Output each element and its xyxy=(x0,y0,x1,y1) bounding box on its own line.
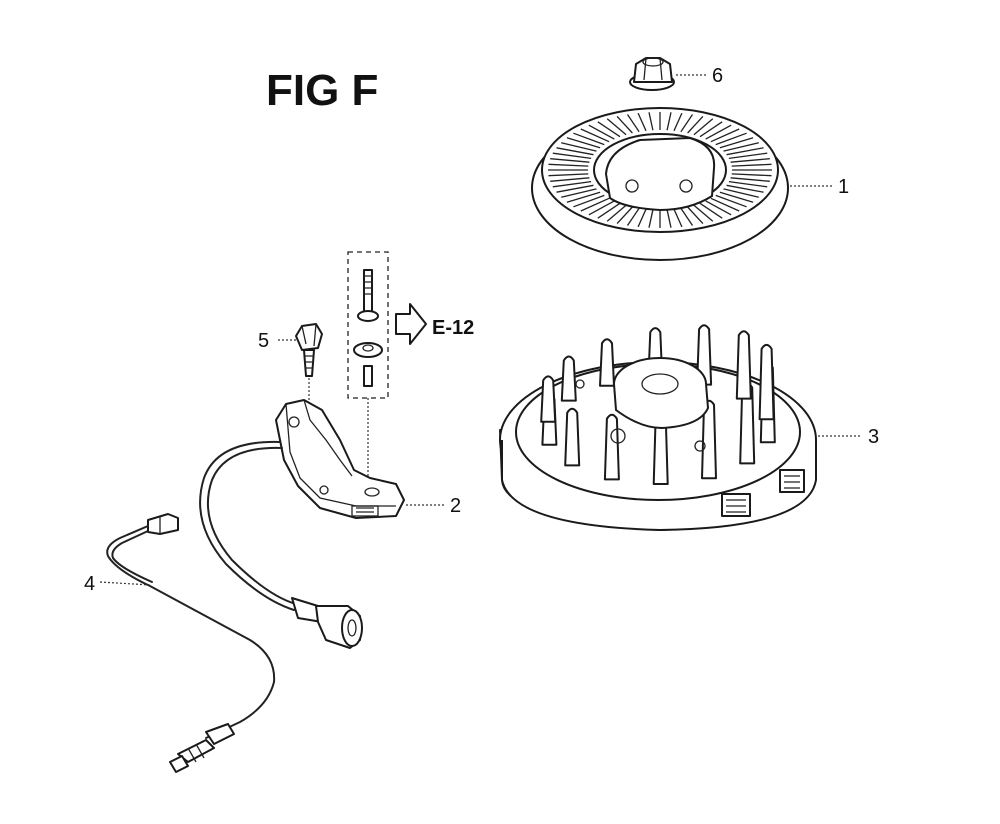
fan-fin xyxy=(606,118,627,136)
flywheel-blade xyxy=(735,330,752,400)
fan-fin xyxy=(637,112,647,132)
fan-fin xyxy=(673,112,683,132)
fan-fin xyxy=(550,177,590,182)
flywheel-blade xyxy=(696,324,713,386)
fan-fin xyxy=(730,177,770,182)
fan-fin xyxy=(548,163,589,167)
fan-fin xyxy=(705,200,732,216)
fan-fin xyxy=(687,115,704,134)
fan-fin xyxy=(597,121,621,138)
part-1-cooling-fan xyxy=(531,107,789,261)
fan-fin xyxy=(580,197,610,212)
part-5-bolt xyxy=(295,323,323,377)
fan-fin xyxy=(566,191,601,203)
fan-fin xyxy=(626,114,640,133)
callout-2: 2 xyxy=(450,495,461,517)
fan-fin xyxy=(699,202,723,219)
part-3-flywheel xyxy=(499,324,817,531)
fan-fin xyxy=(588,200,615,216)
flywheel-blade xyxy=(603,413,620,481)
fan-fin xyxy=(728,152,768,160)
callout-5: 5 xyxy=(258,330,269,352)
fan-fin xyxy=(693,204,714,222)
fan-fin xyxy=(580,128,610,143)
fan-fin xyxy=(719,191,754,203)
figure-title: FIG F xyxy=(266,66,378,115)
callout-4: 4 xyxy=(84,573,95,595)
callout-6: 6 xyxy=(712,65,723,87)
fan-fin xyxy=(710,128,740,143)
fan-fin xyxy=(705,124,732,140)
fan-fin xyxy=(552,152,592,160)
fan-fin xyxy=(573,194,605,208)
fan-fin xyxy=(731,163,772,167)
fan-fin xyxy=(666,209,672,228)
fan-fin xyxy=(556,147,594,156)
fan-fin xyxy=(648,209,654,228)
fan-fin xyxy=(680,114,694,133)
flywheel-blade xyxy=(758,343,775,421)
fan-fin xyxy=(715,194,747,208)
flywheel-blade xyxy=(564,407,581,467)
callout-1: 1 xyxy=(838,176,849,198)
fan-fin xyxy=(693,118,714,136)
fan-fin xyxy=(616,115,633,134)
fan-fin xyxy=(552,180,592,188)
reference-label: E-12 xyxy=(432,317,474,339)
fan-fin xyxy=(566,137,601,149)
fan-fin xyxy=(550,158,590,163)
part-2-ignition-coil xyxy=(199,399,405,649)
fan-fin xyxy=(673,208,683,228)
fan-fin xyxy=(730,158,770,163)
fan-fin xyxy=(597,202,621,219)
fan-fin xyxy=(719,137,754,149)
fan-fin xyxy=(606,204,627,222)
fan-fin xyxy=(731,173,772,177)
part-4-stop-wire xyxy=(106,513,276,773)
fan-fin xyxy=(723,142,759,152)
fan-fin xyxy=(561,188,597,198)
fan-fin xyxy=(710,197,740,212)
fan-fin xyxy=(728,180,768,188)
fan-fin xyxy=(573,132,605,146)
fan-fin xyxy=(723,188,759,198)
fan-fin xyxy=(715,132,747,146)
fan-fin xyxy=(561,142,597,152)
fan-fin xyxy=(556,184,594,193)
reference-group-e12 xyxy=(347,251,427,488)
fan-fin xyxy=(726,147,764,156)
fan-fin xyxy=(726,184,764,193)
fan-fin xyxy=(637,208,647,228)
callout-3: 3 xyxy=(868,426,879,448)
fan-fin xyxy=(548,173,589,177)
flywheel-blade xyxy=(560,355,577,402)
fan-fin xyxy=(616,206,633,225)
fan-fin xyxy=(648,112,654,131)
fan-fin xyxy=(626,207,640,226)
part-6-flange-nut xyxy=(629,57,675,91)
flywheel-blade xyxy=(540,375,557,423)
fan-fin xyxy=(687,206,704,225)
fan-fin xyxy=(588,124,615,140)
flywheel-blade xyxy=(599,338,615,387)
fan-fin xyxy=(680,207,694,226)
fan-fin xyxy=(666,112,672,131)
fan-fin xyxy=(699,121,723,138)
